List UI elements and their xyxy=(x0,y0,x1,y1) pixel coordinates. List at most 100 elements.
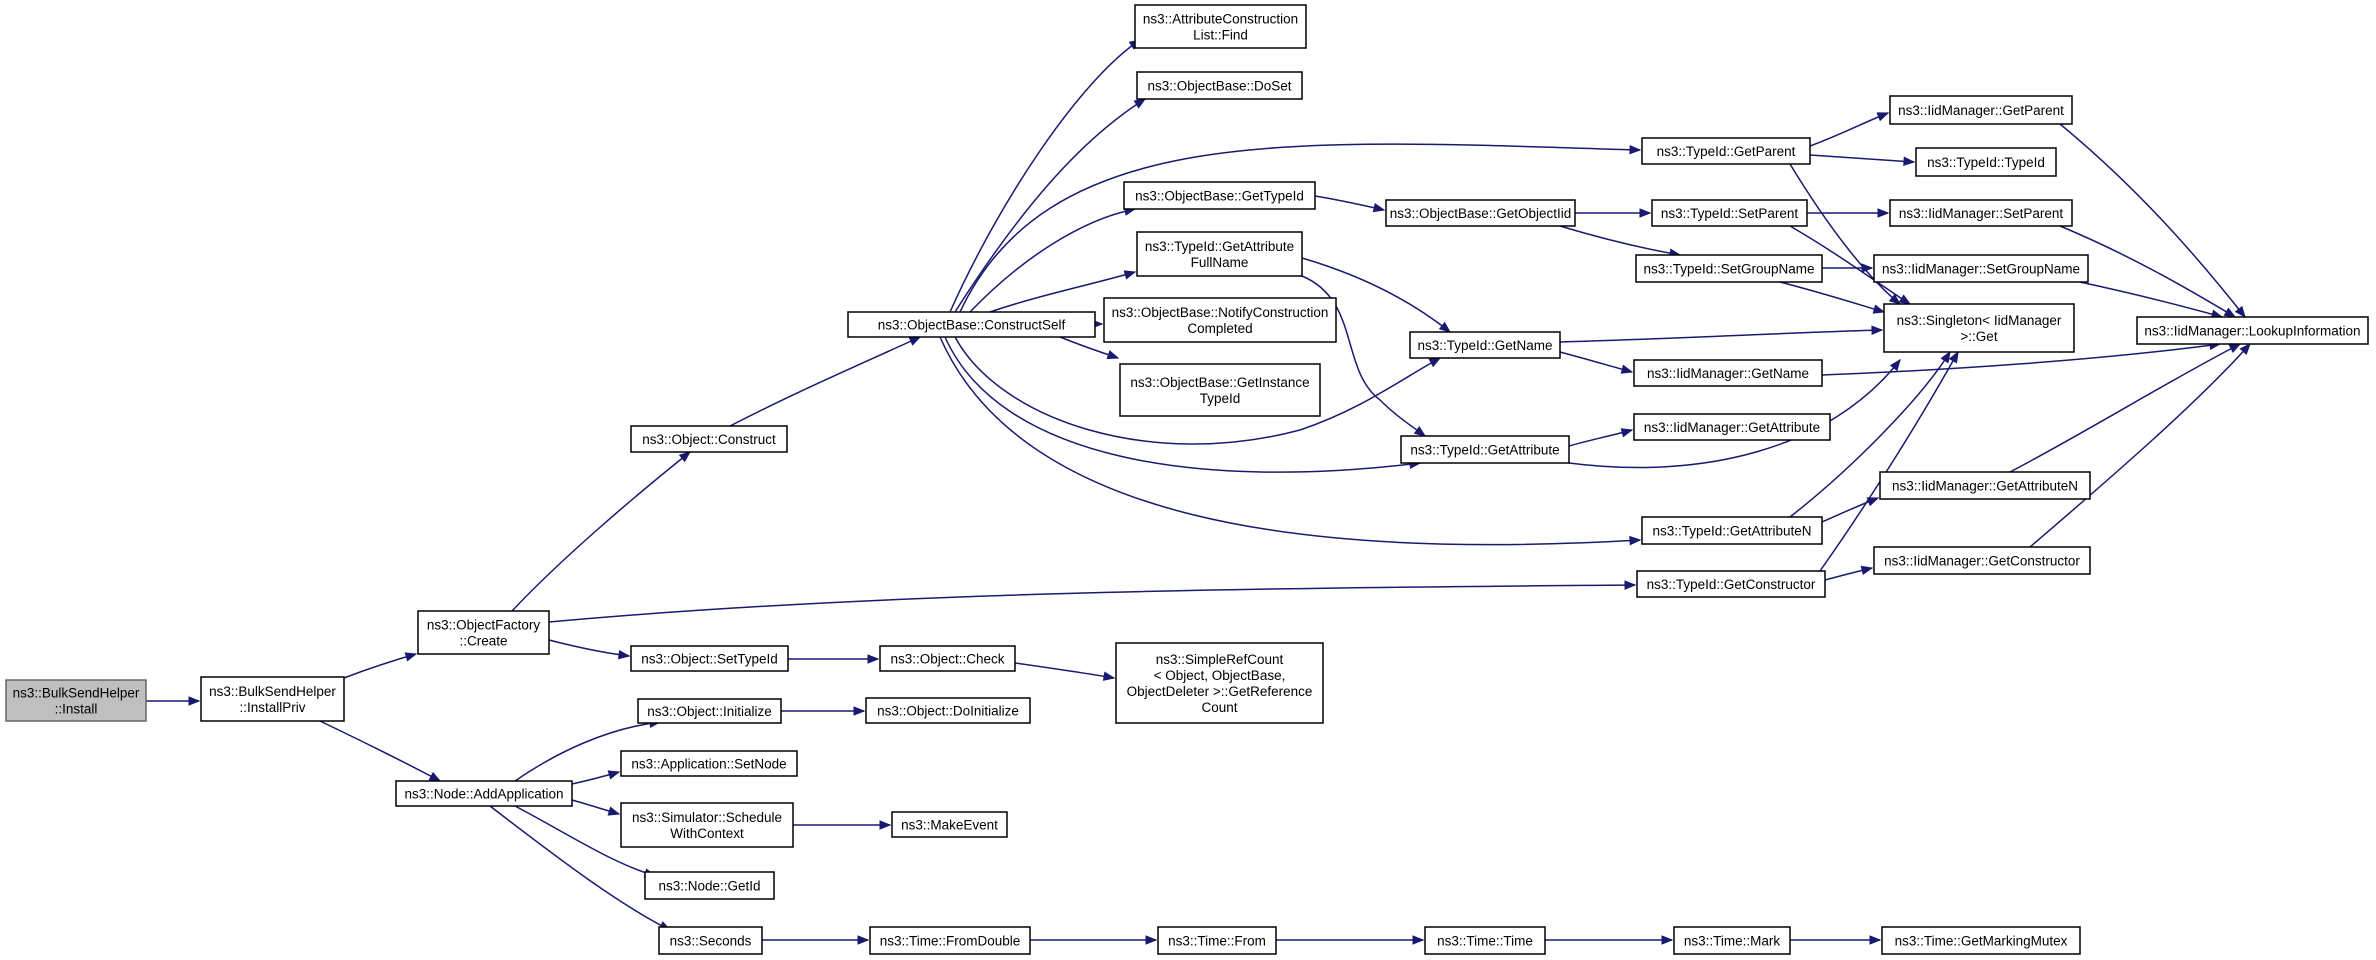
node-iid-setparent[interactable]: ns3::IidManager::SetParent xyxy=(1889,199,2073,227)
node-label: ns3::Object::Check xyxy=(890,652,1004,667)
node-label: ns3::Object::Construct xyxy=(642,432,776,447)
node-obj-doinit[interactable]: ns3::Object::DoInitialize xyxy=(865,697,1031,724)
call-edge-ob_constructself-to-ob_gettypeid xyxy=(969,208,1136,313)
node-tid-getattributen[interactable]: ns3::TypeId::GetAttributeN xyxy=(1641,516,1823,545)
node-ob-constructself[interactable]: ns3::ObjectBase::ConstructSelf xyxy=(847,311,1096,338)
node-bsh-installpriv[interactable]: ns3::BulkSendHelper::InstallPriv xyxy=(200,676,345,722)
arrowhead-icon xyxy=(607,806,621,816)
arrowhead-icon xyxy=(678,451,692,463)
node-obj-check[interactable]: ns3::Object::Check xyxy=(879,645,1016,672)
node-box xyxy=(395,780,573,807)
call-edge-ob_constructself-to-acl_find xyxy=(949,39,1141,313)
arrowhead-icon xyxy=(1898,294,1912,305)
node-iid-getparent[interactable]: ns3::IidManager::GetParent xyxy=(1889,95,2073,125)
node-makeevent[interactable]: ns3::MakeEvent xyxy=(891,811,1008,838)
node-label: ns3::ObjectFactory xyxy=(427,618,541,633)
node-time-time[interactable]: ns3::Time::Time xyxy=(1424,926,1546,955)
node-simplerefcount[interactable]: ns3::SimpleRefCount< Object, ObjectBase,… xyxy=(1115,642,1324,724)
arrowhead-icon xyxy=(1877,208,1890,218)
arrowhead-icon xyxy=(1876,112,1890,122)
call-edge-ob_constructself-to-tid_getattributen xyxy=(939,336,1641,546)
arrowhead-icon xyxy=(1133,98,1147,109)
node-label: ns3::TypeId::SetGroupName xyxy=(1643,262,1814,277)
node-label: ns3::IidManager::SetGroupName xyxy=(1882,262,2080,277)
node-label: ns3::ObjectBase::ConstructSelf xyxy=(878,318,1066,333)
node-label: ns3::TypeId::GetAttribute xyxy=(1145,239,1294,254)
arrowhead-icon xyxy=(2223,307,2237,318)
node-seconds[interactable]: ns3::Seconds xyxy=(658,926,763,955)
node-box xyxy=(847,311,1096,338)
call-edge-of_create-to-obj_construct xyxy=(511,451,691,612)
node-tid-typeid[interactable]: ns3::TypeId::TypeId xyxy=(1915,147,2057,177)
node-label: ns3::Object::DoInitialize xyxy=(877,704,1019,719)
arrowhead-icon xyxy=(1624,580,1637,590)
node-box xyxy=(1879,471,2091,500)
arrowhead-icon xyxy=(1639,208,1652,218)
node-time-fromdouble[interactable]: ns3::Time::FromDouble xyxy=(869,926,1031,955)
node-time-mark[interactable]: ns3::Time::Mark xyxy=(1673,926,1791,955)
node-box xyxy=(1889,95,2073,125)
node-singleton-get[interactable]: ns3::Singleton< IidManager>::Get xyxy=(1883,303,2075,353)
node-iid-getname[interactable]: ns3::IidManager::GetName xyxy=(1633,359,1823,387)
call-edge-tid_getconstructor-to-singleton_get xyxy=(1819,351,1959,572)
node-time-getmarkingmutex[interactable]: ns3::Time::GetMarkingMutex xyxy=(1881,926,2081,955)
node-label: ns3::IidManager::GetName xyxy=(1647,366,1809,381)
node-label: ns3::IidManager::GetParent xyxy=(1898,103,2064,118)
arrowhead-icon xyxy=(1106,350,1120,360)
node-label: ns3::ObjectBase::NotifyConstruction xyxy=(1112,305,1329,320)
call-edge-tid_getattributen-to-singleton_get xyxy=(1789,351,1951,518)
node-tid-setgroupname[interactable]: ns3::TypeId::SetGroupName xyxy=(1635,254,1823,283)
arrowhead-icon xyxy=(1428,357,1442,368)
node-iid-getattribute[interactable]: ns3::IidManager::GetAttribute xyxy=(1633,413,1831,441)
node-box xyxy=(630,425,788,453)
node-label: ns3::TypeId::TypeId xyxy=(1927,155,2045,170)
node-iid-lookup[interactable]: ns3::IidManager::LookupInformation xyxy=(2136,316,2369,345)
node-node-getid[interactable]: ns3::Node::GetId xyxy=(644,871,775,900)
node-box xyxy=(1635,254,1823,283)
node-of-create[interactable]: ns3::ObjectFactory::Create xyxy=(417,610,550,655)
node-iid-setgroupname[interactable]: ns3::IidManager::SetGroupName xyxy=(1873,254,2089,283)
node-tid-getattribute[interactable]: ns3::TypeId::GetAttribute xyxy=(1400,435,1570,464)
node-iid-getconstructor[interactable]: ns3::IidManager::GetConstructor xyxy=(1873,546,2091,575)
node-box xyxy=(1136,71,1303,100)
node-box xyxy=(891,811,1008,838)
node-label: ns3::IidManager::GetConstructor xyxy=(1884,554,2080,569)
node-box xyxy=(1673,926,1791,955)
node-label: ns3::Time::From xyxy=(1168,934,1266,949)
arrowhead-icon xyxy=(1661,935,1674,945)
node-label: ObjectDeleter >::GetReference xyxy=(1127,684,1313,699)
node-tid-getparent[interactable]: ns3::TypeId::GetParent xyxy=(1641,137,1811,165)
node-iid-getattributen[interactable]: ns3::IidManager::GetAttributeN xyxy=(1879,471,2091,500)
call-edge-tid_getattribute-to-singleton_get xyxy=(1568,359,1901,469)
arrowhead-icon xyxy=(404,652,418,662)
node-ob-doset[interactable]: ns3::ObjectBase::DoSet xyxy=(1136,71,1303,100)
node-node-addapp[interactable]: ns3::Node::AddApplication xyxy=(395,780,573,807)
node-obj-settypeid[interactable]: ns3::Object::SetTypeId xyxy=(630,645,789,672)
node-app-setnode[interactable]: ns3::Application::SetNode xyxy=(620,750,798,777)
arrowhead-icon xyxy=(879,820,892,830)
node-label: ns3::TypeId::GetConstructor xyxy=(1647,577,1816,592)
arrowhead-icon xyxy=(2228,343,2242,354)
node-box xyxy=(1157,926,1277,955)
node-label: ns3::IidManager::GetAttribute xyxy=(1644,420,1820,435)
node-ob-getobjectiid[interactable]: ns3::ObjectBase::GetObjectIid xyxy=(1385,199,1576,227)
arrowhead-icon xyxy=(1629,535,1642,546)
arrowhead-icon xyxy=(1620,364,1634,374)
node-label: ns3::IidManager::SetParent xyxy=(1899,206,2064,221)
call-edge-node_addapp-to-obj_initialize xyxy=(514,721,661,782)
node-tid-getconstructor[interactable]: ns3::TypeId::GetConstructor xyxy=(1636,570,1826,598)
node-ob-gettypeid[interactable]: ns3::ObjectBase::GetTypeId xyxy=(1123,181,1316,210)
node-time-from[interactable]: ns3::Time::From xyxy=(1157,926,1277,955)
node-ob-notify[interactable]: ns3::ObjectBase::NotifyConstructionCompl… xyxy=(1103,297,1337,343)
node-bsh-install[interactable]: ns3::BulkSendHelper::Install xyxy=(5,679,147,722)
node-tid-getname[interactable]: ns3::TypeId::GetName xyxy=(1409,331,1561,359)
node-obj-initialize[interactable]: ns3::Object::Initialize xyxy=(637,698,782,724)
arrowhead-icon xyxy=(2239,342,2251,355)
node-obj-construct[interactable]: ns3::Object::Construct xyxy=(630,425,788,453)
node-tid-setparent[interactable]: ns3::TypeId::SetParent xyxy=(1651,199,1808,227)
call-edge-tid_getname-to-singleton_get xyxy=(1559,329,1883,343)
